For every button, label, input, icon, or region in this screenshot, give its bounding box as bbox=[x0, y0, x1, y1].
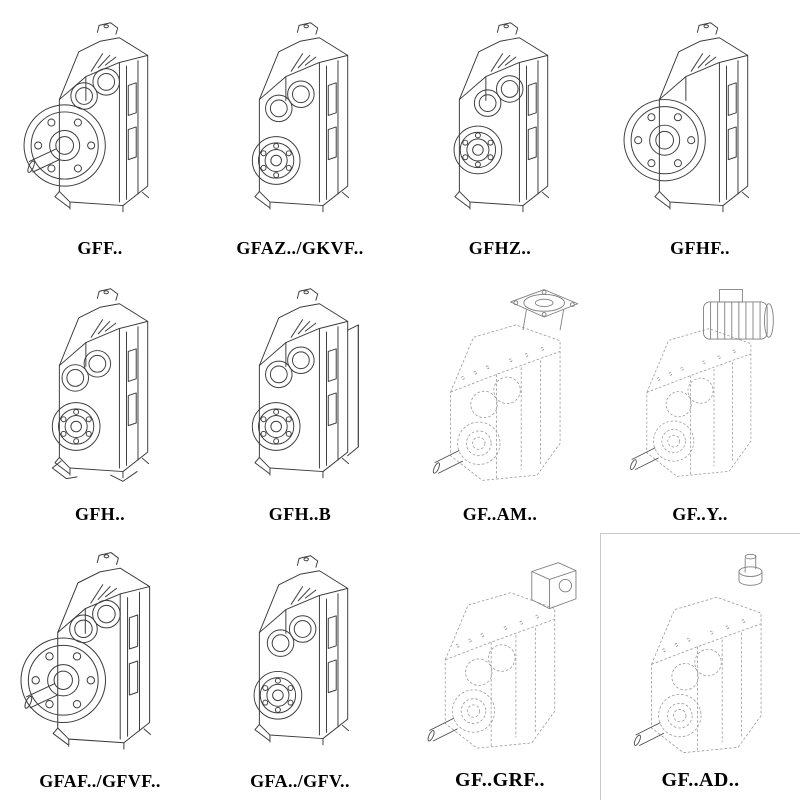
gearbox-figure-gfhz bbox=[400, 0, 600, 238]
product-cell-gfhf: GFHF.. bbox=[600, 0, 800, 267]
product-label: GFAZ../GKVF.. bbox=[236, 237, 364, 258]
product-label: GFAF../GFVF.. bbox=[39, 770, 161, 791]
gearbox-figure-gf-am bbox=[400, 267, 600, 505]
gearbox-figure-gfaf bbox=[0, 533, 200, 771]
gearbox-figure-gf-ad bbox=[601, 534, 800, 769]
product-label: GFA../GFV.. bbox=[250, 770, 350, 791]
product-cell-gfaf-gfvf: GFAF../GFVF.. bbox=[0, 533, 200, 800]
product-cell-gf-ad: GF..AD.. bbox=[600, 533, 800, 800]
gearbox-figure-gfhf bbox=[600, 0, 800, 238]
product-label: GF..GRF.. bbox=[455, 768, 545, 791]
product-label: GF..AM.. bbox=[462, 504, 538, 525]
product-cell-gf-y: GF..Y.. bbox=[600, 267, 800, 534]
product-label: GFF.. bbox=[77, 237, 123, 258]
product-label: GFH..B bbox=[268, 504, 332, 525]
product-cell-gf-grf: GF..GRF.. bbox=[400, 533, 600, 800]
product-label: GFHZ.. bbox=[468, 237, 532, 258]
product-cell-gf-am: GF..AM.. bbox=[400, 267, 600, 534]
product-cell-gfh-b: GFH..B bbox=[200, 267, 400, 534]
product-cell-gff: GFF.. bbox=[0, 0, 200, 267]
product-cell-gfh: GFH.. bbox=[0, 267, 200, 534]
product-label: GF..Y.. bbox=[672, 504, 728, 525]
product-label: GFH.. bbox=[75, 504, 125, 525]
gearbox-figure-gfaz bbox=[200, 0, 400, 238]
product-cell-gfhz: GFHZ.. bbox=[400, 0, 600, 267]
gearbox-figure-gfh bbox=[0, 267, 200, 505]
product-label: GF..AD.. bbox=[661, 768, 740, 791]
gearbox-figure-gf-y bbox=[600, 267, 800, 505]
gearbox-figure-gff bbox=[0, 0, 200, 238]
gearbox-figure-gfa bbox=[200, 533, 400, 771]
product-label: GFHF.. bbox=[670, 237, 730, 258]
gearbox-figure-gfh-b bbox=[200, 267, 400, 505]
gearbox-figure-gf-grf bbox=[400, 533, 600, 769]
product-cell-gfaz-gkvf: GFAZ../GKVF.. bbox=[200, 0, 400, 267]
product-cell-gfa-gfv: GFA../GFV.. bbox=[200, 533, 400, 800]
